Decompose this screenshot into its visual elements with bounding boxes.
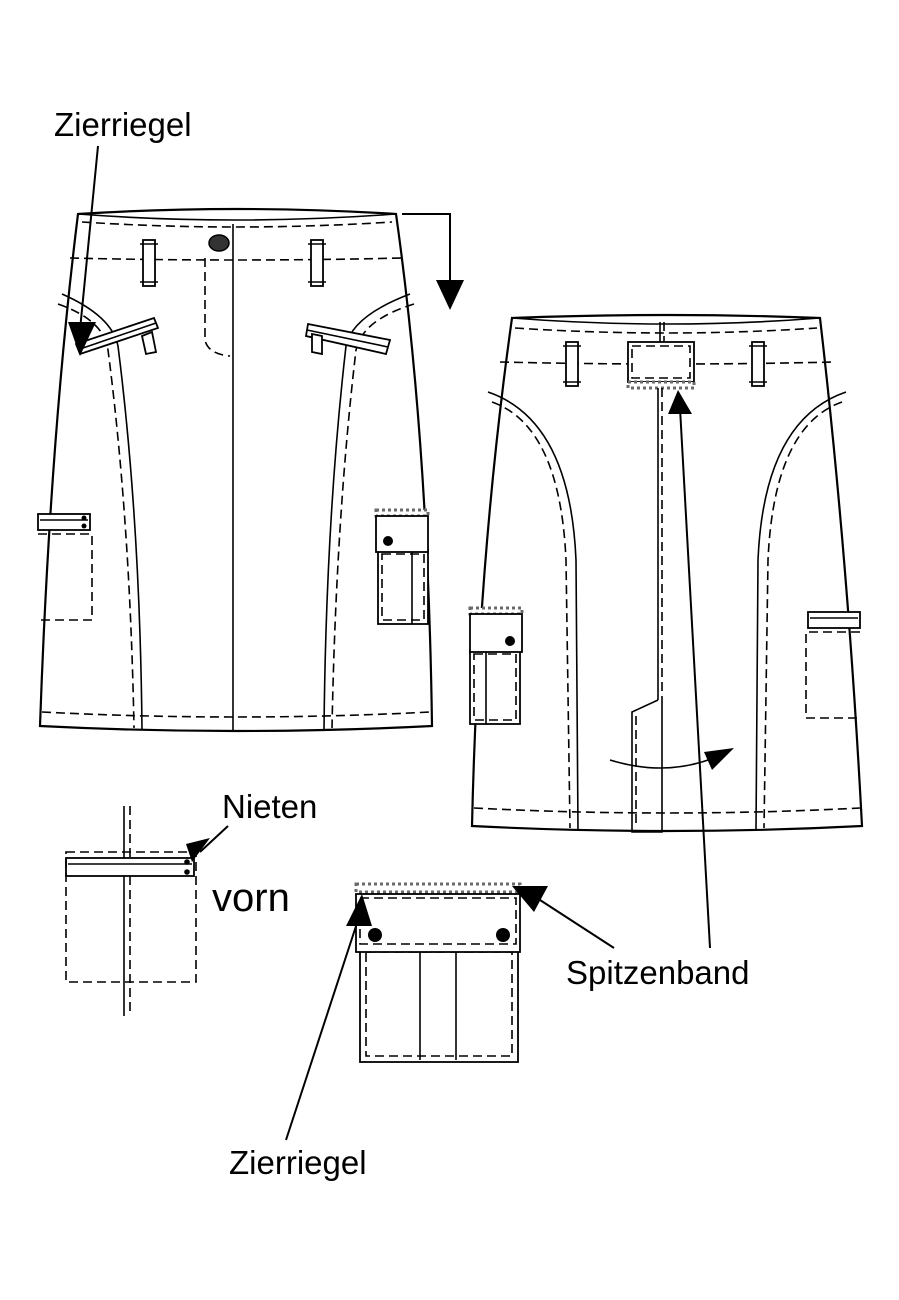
- belt-loop: [563, 341, 581, 387]
- belt-loop: [308, 239, 326, 287]
- front-view-skirt: [37, 207, 434, 733]
- front-left-cargo-pocket: [37, 513, 93, 621]
- belt-loop: [140, 239, 158, 287]
- detail-nieten-pocket: [65, 806, 197, 1016]
- leader-nieten: [186, 825, 229, 862]
- back-right-cargo-pocket: [805, 611, 861, 719]
- leader-zierriegel-top: [68, 145, 99, 356]
- detail-spitzenband-pocket: [354, 882, 522, 1063]
- down-arrow-icon: [402, 213, 464, 310]
- belt-loop: [749, 341, 767, 387]
- label-vorn: vorn: [212, 876, 290, 920]
- leader-spitzenband-detail: [512, 886, 615, 949]
- leader-zierriegel-bottom: [285, 894, 372, 1141]
- label-zierriegel-bottom: Zierriegel: [229, 1144, 367, 1181]
- zierriegel-tab: [304, 322, 392, 356]
- leader-spitzenband-back: [668, 390, 711, 949]
- back-left-cargo-pocket: [468, 606, 524, 725]
- label-zierriegel-top: Zierriegel: [54, 106, 192, 143]
- front-right-cargo-pocket: [374, 508, 430, 625]
- label-nieten: Nieten: [222, 788, 318, 825]
- label-spitzenband: Spitzenband: [566, 954, 750, 991]
- back-view-skirt: [468, 313, 864, 833]
- button-icon: [208, 234, 230, 252]
